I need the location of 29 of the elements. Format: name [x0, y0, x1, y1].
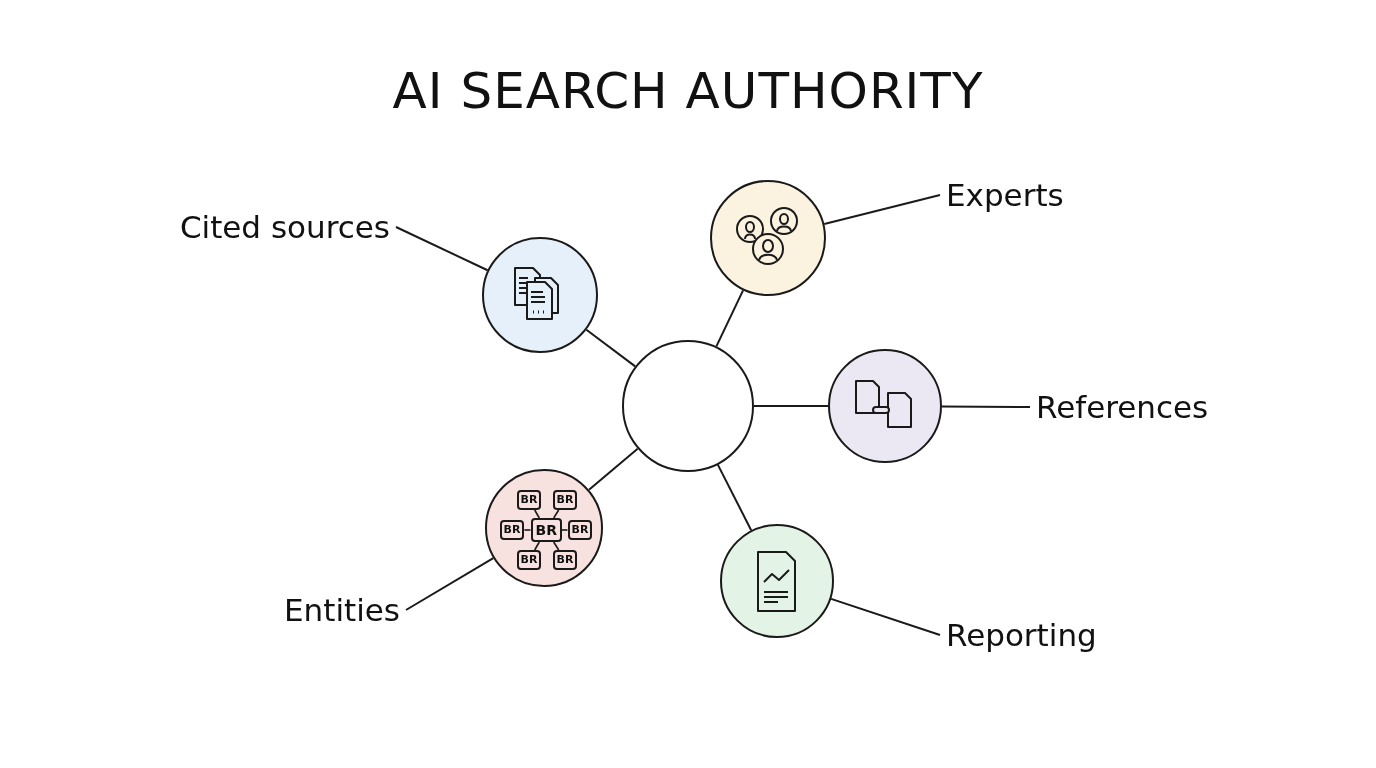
connector-line — [405, 557, 495, 611]
link-line — [552, 541, 560, 551]
entity-tag: BR — [567, 520, 593, 540]
link-line — [561, 529, 569, 531]
link-line — [552, 509, 560, 519]
link-line — [533, 509, 541, 519]
connector-line — [753, 405, 829, 407]
label-text: Entities — [278, 592, 406, 628]
entity-tag: BR — [530, 518, 562, 542]
diagram-title: AI SEARCH AUTHORITY — [391, 62, 985, 120]
label-text: Reporting — [940, 617, 1103, 653]
entity-tag: BR — [516, 550, 542, 570]
connector-line — [588, 447, 639, 491]
connector-line — [941, 405, 1031, 408]
label-text: Cited sources — [173, 209, 396, 245]
entity-tag: BR — [552, 490, 578, 510]
label-text: References — [1030, 389, 1215, 425]
connector-line — [830, 597, 941, 636]
label-text: Experts — [940, 177, 1070, 213]
connector-line — [823, 194, 941, 225]
entity-tag: BR — [499, 520, 525, 540]
link-line — [533, 541, 541, 551]
link-line — [523, 529, 532, 531]
connector-line — [715, 289, 745, 348]
entity-tag: BR — [552, 550, 578, 570]
connector-line — [585, 328, 637, 368]
connector-line — [395, 226, 489, 272]
entity-tag: BR — [516, 490, 542, 510]
connector-line — [716, 463, 753, 532]
